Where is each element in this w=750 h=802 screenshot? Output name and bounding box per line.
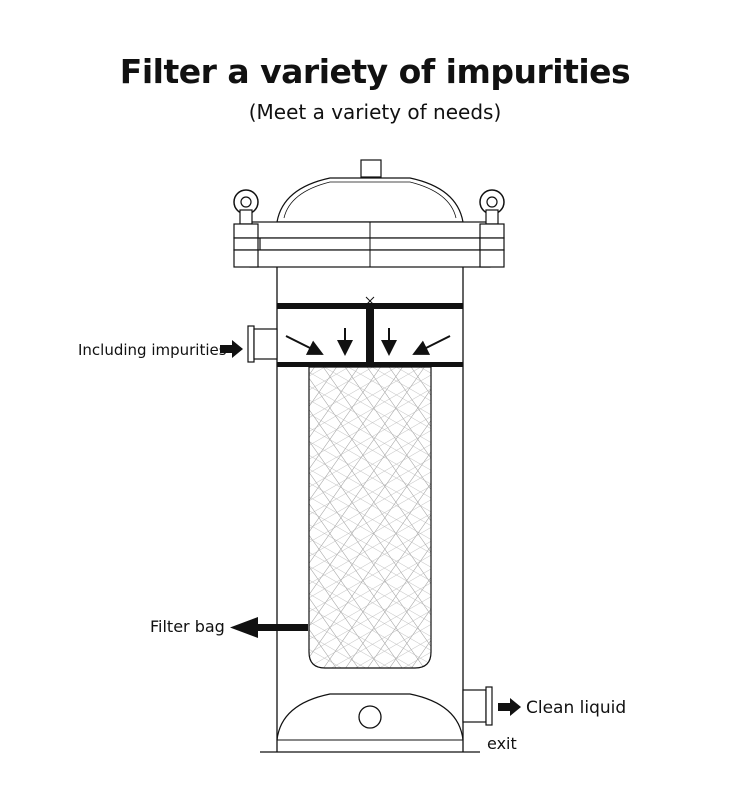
outlet-label-arrow	[498, 698, 521, 716]
inflow-arrows	[285, 328, 451, 356]
filter-bag-label: Filter bag	[150, 617, 225, 636]
diagram-subtitle: (Meet a variety of needs)	[248, 100, 502, 124]
bottom-dish	[276, 693, 464, 741]
top-flange	[249, 221, 491, 268]
inlet-nozzle	[247, 325, 278, 363]
left-eye-bolt-clamp	[233, 189, 259, 268]
filter-bag-label-arrow	[230, 617, 308, 638]
right-eye-bolt-clamp	[479, 189, 505, 268]
inlet-label: Including impurities	[78, 341, 227, 359]
bag-support-plate	[277, 296, 463, 367]
inlet-label-arrow	[220, 340, 243, 358]
diagram-title: Filter a variety of impurities	[119, 52, 631, 91]
outlet-nozzle	[462, 686, 493, 726]
filter-bag	[308, 366, 432, 669]
drain-port	[358, 705, 382, 729]
lid-knob	[360, 159, 382, 178]
exit-label: exit	[487, 734, 517, 753]
domed-lid	[276, 177, 464, 223]
outlet-label: Clean liquid	[526, 698, 626, 718]
